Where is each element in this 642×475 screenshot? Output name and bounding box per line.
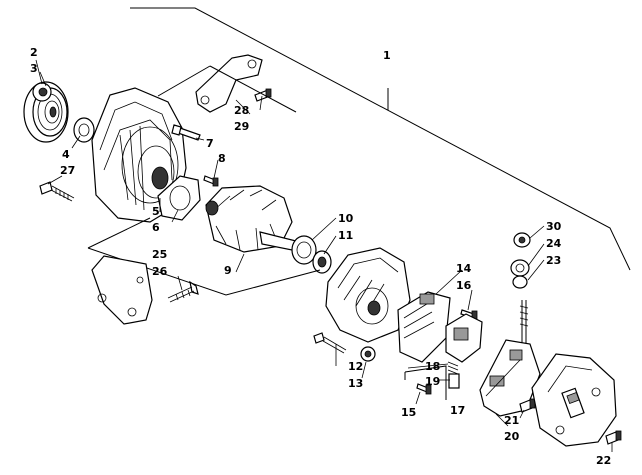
callout-23: 23 xyxy=(546,254,561,267)
brush-group-bracket xyxy=(404,365,447,400)
callout-22: 22 xyxy=(596,454,611,467)
rear-housing-part xyxy=(325,247,411,343)
collar-part xyxy=(73,117,95,143)
terminal-washer-part xyxy=(510,259,530,277)
callout-25: 25 xyxy=(152,248,167,261)
cover-bolt-part xyxy=(605,430,622,445)
callout-8: 8 xyxy=(218,152,226,165)
rear-bolt-part xyxy=(313,332,347,354)
callout-12: 12 xyxy=(348,360,363,373)
callout-10: 10 xyxy=(338,212,354,225)
callout-18: 18 xyxy=(425,360,440,373)
callout-6: 6 xyxy=(152,221,160,234)
callout-13: 13 xyxy=(348,377,363,390)
callout-14: 14 xyxy=(456,262,472,275)
screw-part xyxy=(203,175,219,187)
callout-4: 4 xyxy=(62,148,70,161)
callout-15: 15 xyxy=(401,406,416,419)
callout-labels: 1 2 3 4 5 6 7 8 9 10 11 12 13 14 15 16 1… xyxy=(30,46,611,467)
terminal-bolt-part xyxy=(519,300,529,345)
callout-28: 28 xyxy=(234,104,249,117)
rear-nut-part xyxy=(360,346,376,362)
callout-7: 7 xyxy=(206,137,214,150)
callout-24: 24 xyxy=(546,237,562,250)
callout-9: 9 xyxy=(224,264,232,277)
callout-26: 26 xyxy=(152,265,168,278)
rear-cover-part xyxy=(531,353,617,447)
adjuster-bracket-part xyxy=(91,255,153,325)
callout-27: 27 xyxy=(60,164,75,177)
stud-bolt-part xyxy=(171,124,201,141)
leader-lines xyxy=(35,59,613,452)
rotor-part xyxy=(205,185,303,253)
housing-bolt-part xyxy=(39,181,75,202)
callout-29: 29 xyxy=(234,120,249,133)
callout-19: 19 xyxy=(425,375,440,388)
callout-20: 20 xyxy=(504,430,520,443)
pulley-nut-part xyxy=(32,82,52,102)
callout-16: 16 xyxy=(456,279,472,292)
callout-1: 1 xyxy=(383,49,391,62)
callout-3: 3 xyxy=(30,62,38,75)
terminal-nut-part xyxy=(513,232,531,248)
callout-21: 21 xyxy=(504,414,519,427)
brush-holder-part xyxy=(445,313,483,363)
rotor-bearing-part xyxy=(291,235,317,265)
front-housing-part xyxy=(91,87,187,223)
bearing-cover-part xyxy=(312,250,332,274)
callout-30: 30 xyxy=(546,220,562,233)
callout-2: 2 xyxy=(30,46,38,59)
callout-11: 11 xyxy=(338,229,353,242)
brush-screw-part xyxy=(416,383,432,395)
assembly-bracket xyxy=(130,7,631,271)
callout-5: 5 xyxy=(152,205,160,218)
retainer-plate-part xyxy=(157,175,201,221)
callout-17: 17 xyxy=(450,404,465,417)
brush-spring-part xyxy=(447,361,460,389)
terminal-insulator-part xyxy=(512,275,528,289)
adjuster-bolt-part xyxy=(167,280,199,303)
bracket-part xyxy=(195,54,263,113)
